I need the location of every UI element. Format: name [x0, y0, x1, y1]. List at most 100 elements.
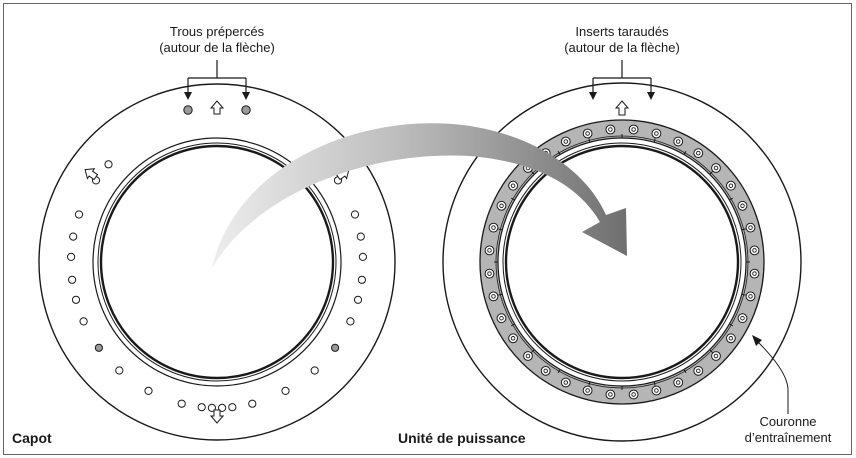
- insert-thread: [713, 353, 719, 359]
- up-arrow-icon: [209, 409, 225, 424]
- hole-icon: [248, 399, 257, 408]
- insert-thread: [631, 127, 636, 132]
- cover-caption: Capot: [12, 430, 52, 446]
- hole-icon: [79, 317, 88, 326]
- up-arrow-icon: [84, 168, 99, 181]
- hole-icon: [357, 275, 366, 284]
- up-arrow-icon: [209, 100, 225, 115]
- insert-icon: [711, 351, 721, 361]
- insert-thread: [543, 368, 548, 374]
- insert-thread: [752, 248, 757, 253]
- cover-callout-bracket: [187, 60, 247, 96]
- hole-icon: [346, 317, 355, 326]
- insert-icon: [560, 136, 571, 147]
- insert-thread: [728, 183, 734, 188]
- ring-slot: [709, 349, 713, 353]
- insert-icon: [496, 313, 507, 324]
- insert-icon: [508, 180, 518, 191]
- power-unit-step: [502, 142, 742, 382]
- insert-icon: [628, 389, 639, 400]
- insert-icon: [605, 124, 616, 135]
- hole-icon: [144, 386, 153, 395]
- bracket-arrowhead: [589, 92, 597, 100]
- insert-thread: [740, 315, 745, 321]
- insert-thread: [748, 294, 753, 299]
- hole-icon: [183, 105, 193, 115]
- ring-slot: [683, 150, 687, 155]
- insert-icon: [693, 148, 704, 159]
- drive-ring-label-line1: Couronne: [759, 414, 817, 429]
- insert-icon: [737, 313, 748, 324]
- power-unit-caption: Unité de puissance: [398, 430, 526, 446]
- insert-icon: [673, 136, 684, 147]
- insert-thread: [752, 271, 757, 276]
- insert-thread: [654, 388, 659, 393]
- hole-icon: [104, 160, 113, 169]
- insert-icon: [488, 222, 499, 233]
- insert-thread: [654, 131, 659, 136]
- hole-icon: [310, 366, 319, 375]
- insert-thread: [487, 248, 492, 253]
- ring-slot: [510, 323, 515, 327]
- leader-arrowhead: [752, 335, 762, 346]
- insert-icon: [628, 124, 639, 135]
- ring-slot: [557, 150, 561, 155]
- power-unit-opening: [504, 144, 740, 380]
- insert-thread: [740, 203, 745, 209]
- insert-icon: [560, 377, 571, 388]
- power-unit-callout-line2: (autour de la flèche): [564, 40, 680, 55]
- hole-icon: [94, 343, 104, 352]
- cover-callout-line1: Trous prépercés: [169, 24, 265, 39]
- power-unit-part: [442, 60, 802, 442]
- insert-thread: [563, 380, 569, 385]
- insert-thread: [675, 139, 681, 144]
- insert-thread: [487, 271, 492, 276]
- insert-icon: [745, 291, 756, 302]
- insert-thread: [499, 315, 504, 321]
- ring-slot: [709, 171, 713, 175]
- bracket-arrowhead: [242, 92, 250, 100]
- ring-slot: [653, 381, 656, 386]
- hole-icon: [177, 399, 186, 408]
- cover-part: [38, 60, 396, 441]
- insert-icon: [582, 128, 593, 139]
- insert-thread: [748, 225, 753, 230]
- cover-inner-rim: [92, 137, 342, 387]
- insert-icon: [488, 291, 499, 302]
- insert-icon: [726, 180, 736, 191]
- insert-thread: [491, 225, 496, 230]
- hole-icon: [197, 403, 206, 412]
- insert-icon: [605, 389, 616, 400]
- insert-icon: [737, 200, 748, 211]
- insert-thread: [696, 368, 701, 374]
- hole-icon: [353, 295, 363, 304]
- insert-thread: [608, 392, 613, 397]
- hole-icon: [350, 210, 360, 219]
- drive-ring-leader: [757, 341, 789, 414]
- ring-slot: [510, 197, 515, 201]
- hole-icon: [67, 252, 76, 261]
- insert-thread: [675, 380, 681, 385]
- ring-slot: [498, 228, 503, 231]
- hole-icon: [115, 366, 124, 375]
- insert-icon: [693, 366, 704, 376]
- placement-arrow: [212, 123, 627, 268]
- insert-thread: [585, 388, 590, 393]
- hole-icon: [281, 386, 290, 395]
- ring-slot: [729, 197, 734, 201]
- ring-slot: [588, 381, 591, 386]
- hole-icon: [356, 232, 365, 241]
- insert-icon: [540, 366, 551, 376]
- insert-thread: [491, 294, 496, 299]
- bracket-arrowhead: [647, 92, 655, 100]
- insert-icon: [508, 333, 518, 344]
- threaded-inserts: [484, 124, 760, 400]
- insert-thread: [728, 336, 734, 341]
- insert-icon: [711, 163, 721, 173]
- ring-slot: [741, 293, 746, 296]
- hole-icon: [68, 275, 77, 284]
- insert-thread: [608, 127, 613, 132]
- hole-icon: [241, 105, 251, 115]
- hole-icon: [358, 252, 367, 261]
